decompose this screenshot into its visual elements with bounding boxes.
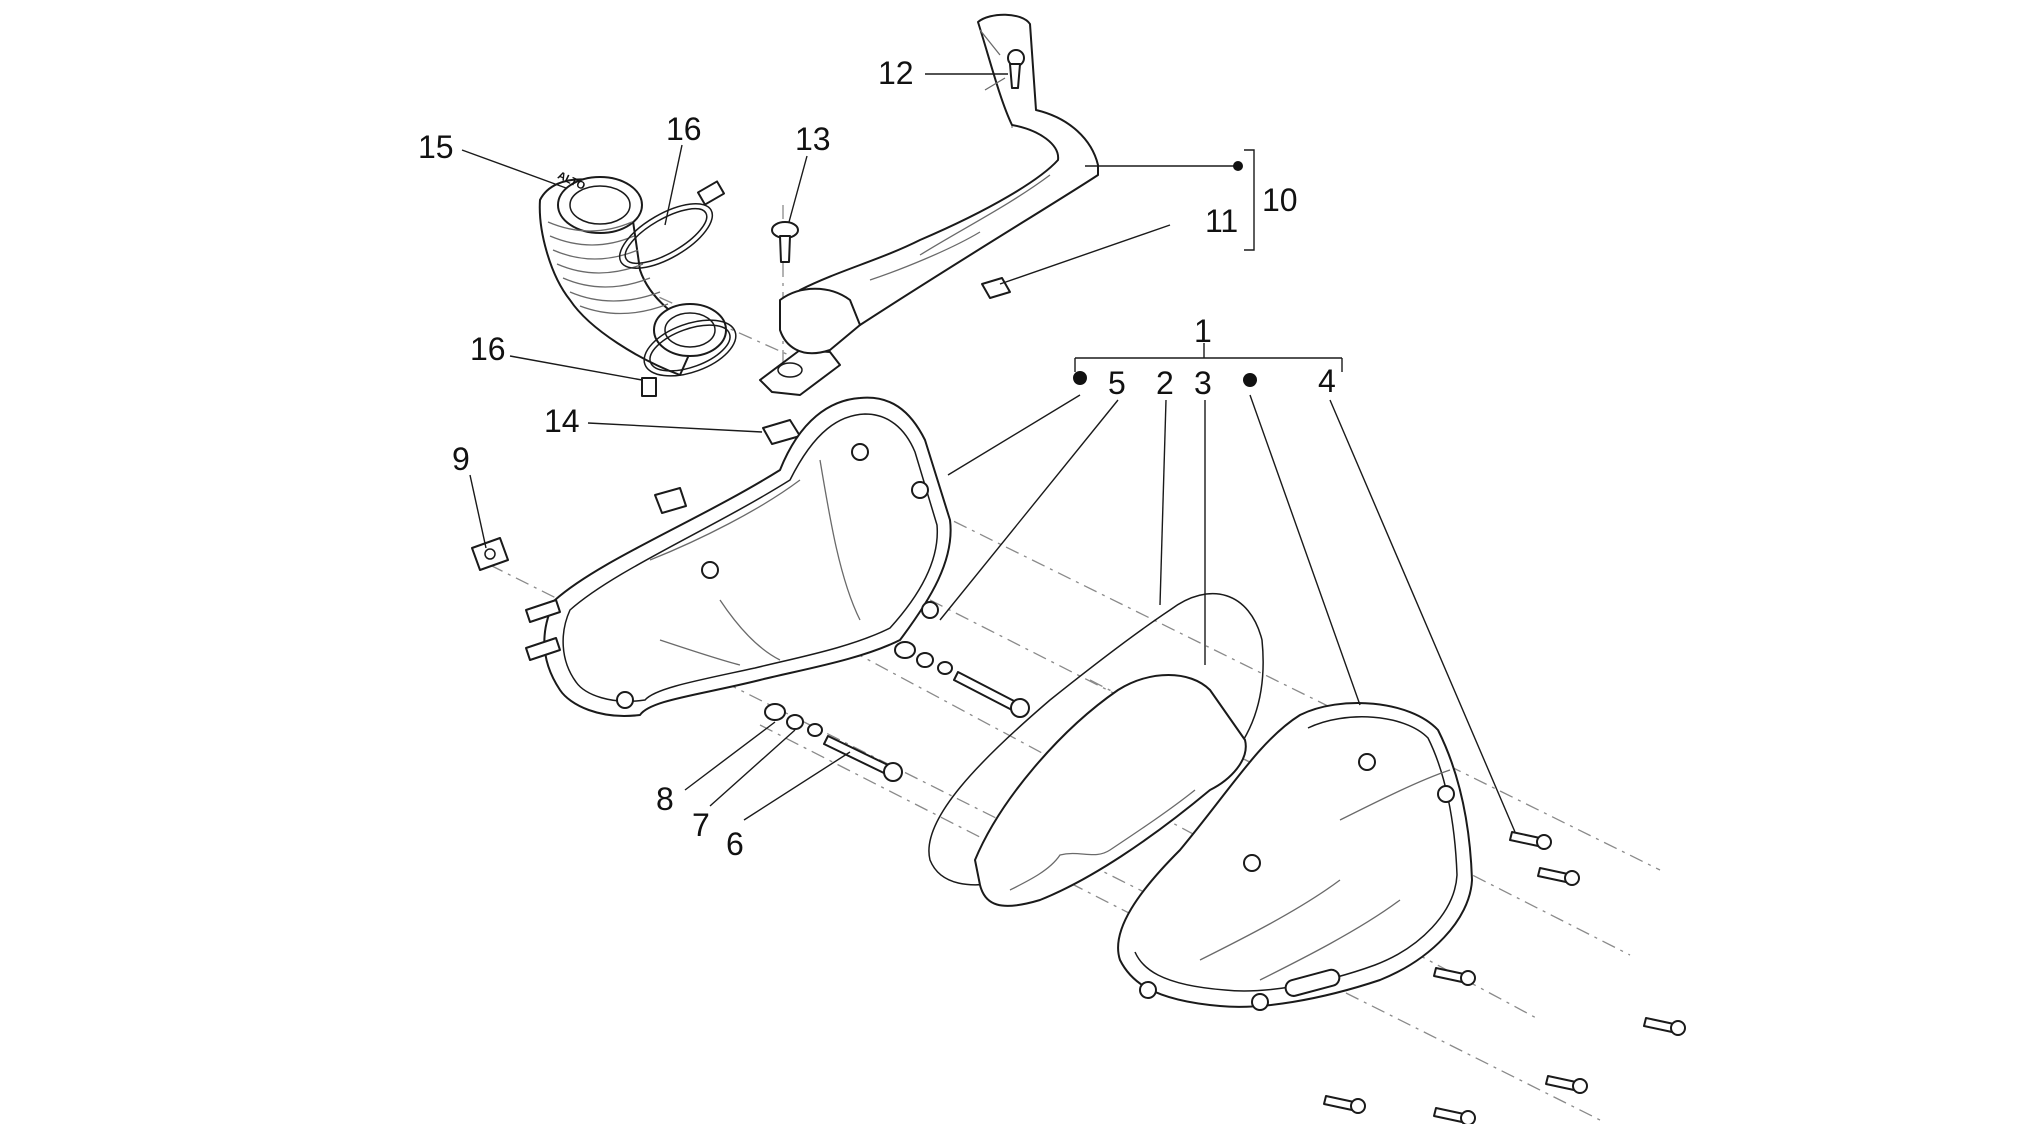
intake-duct [759,13,1099,396]
callout-4: 4 [1318,363,1336,399]
hose-clamp-lower [641,319,737,397]
clip-9 [471,537,509,571]
callout-8: 8 [656,781,674,817]
callout-13: 13 [795,121,831,157]
leader-lines [461,73,1516,833]
callout-5: 5 [1108,365,1126,401]
hose-clamp-upper [618,180,726,269]
callout-11: 11 [1205,203,1238,239]
callout-16-upper: 16 [666,111,702,147]
air-box-housing [525,396,952,717]
bolt-6 [823,671,1030,782]
clip-extra [654,487,687,514]
callout-10: 10 [1262,182,1298,218]
filter-cover-4 [1117,702,1473,1011]
filter-element-3 [974,674,1247,907]
callout-2: 2 [1156,365,1174,401]
callout-16-lower: 16 [470,331,506,367]
callout-1: 1 [1194,313,1212,349]
screw-12 [1007,49,1025,89]
cover-screws [1323,831,1686,1124]
callout-3: 3 [1194,365,1212,401]
intake-bellows: ALTO [538,170,727,376]
screw-13 [771,221,799,263]
washers-8-7 [764,641,953,737]
callout-14: 14 [544,403,580,439]
callout-labels: 1 2 3 4 5 6 7 8 9 10 11 12 13 14 15 16 1… [418,55,1336,862]
callout-9: 9 [452,441,470,477]
callout-15: 15 [418,129,454,165]
callout-6: 6 [726,826,744,862]
clip-11 [981,277,1011,299]
callout-7: 7 [692,807,710,843]
callout-12: 12 [878,55,914,91]
